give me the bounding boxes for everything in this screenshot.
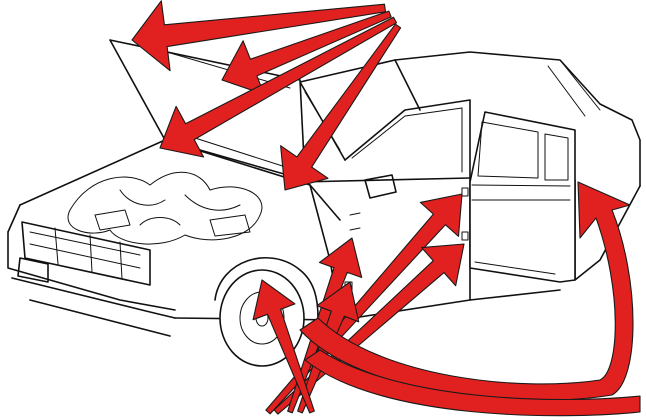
- open-door: [470, 112, 575, 282]
